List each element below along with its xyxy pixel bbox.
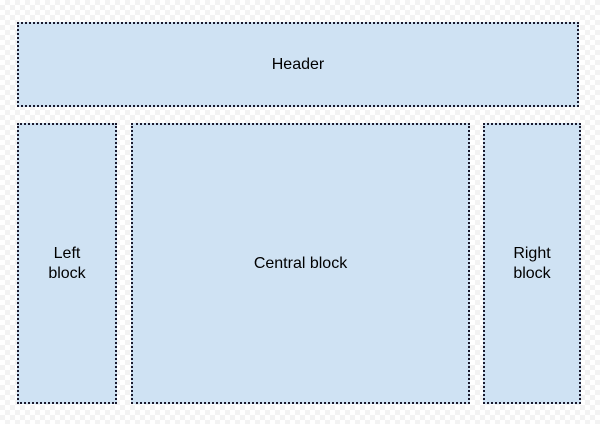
central-block-label: Central block bbox=[253, 254, 348, 272]
left-block-label: Left block bbox=[48, 244, 86, 282]
right-block: Right block bbox=[483, 123, 581, 404]
right-block-label: Right block bbox=[513, 244, 551, 282]
left-block: Left block bbox=[17, 123, 117, 404]
header-label: Header bbox=[271, 55, 325, 73]
header-block: Header bbox=[17, 22, 579, 107]
central-block: Central block bbox=[131, 123, 470, 404]
